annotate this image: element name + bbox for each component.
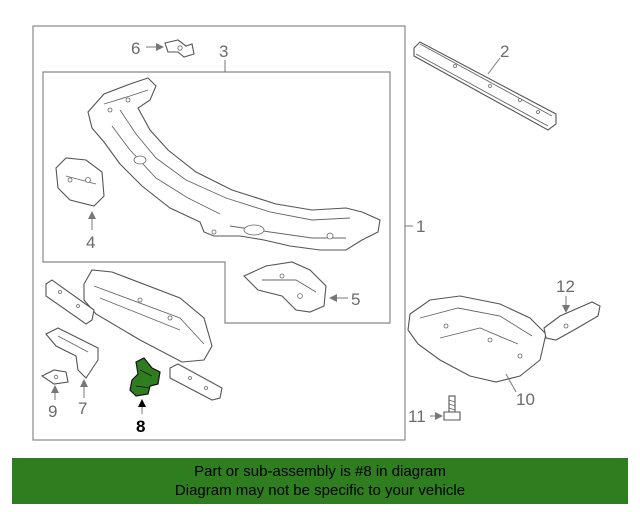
part-11-bolt <box>443 395 461 421</box>
part-5-bracket <box>243 261 327 313</box>
part-7-bracket <box>45 327 99 379</box>
callout-3: 3 <box>219 42 228 61</box>
part-12-bracket <box>543 301 601 341</box>
assembly-frame-inner <box>42 71 391 324</box>
callout-11: 11 <box>408 407 426 426</box>
callout-1: 1 <box>416 217 425 236</box>
callout-10: 10 <box>516 390 535 409</box>
info-banner-line-2: Diagram may not be specific to your vehi… <box>174 482 466 499</box>
callout-6: 6 <box>131 39 140 58</box>
callout-9: 9 <box>48 402 57 421</box>
callout-12: 12 <box>556 277 575 296</box>
callout-8: 8 <box>136 417 145 436</box>
part-8-highlighted <box>129 357 161 397</box>
part-3-radiator-support <box>87 77 381 251</box>
part-10-under-cover <box>407 295 547 383</box>
callout-5: 5 <box>351 290 360 309</box>
part-6-bracket <box>164 39 195 58</box>
assembly-frame-outer <box>32 25 406 441</box>
callout-2: 2 <box>500 42 509 61</box>
left-strip <box>45 279 95 325</box>
lower-reinforcement <box>169 363 223 401</box>
part-9-bracket <box>40 369 69 385</box>
info-banner-line-1: Part or sub-assembly is #8 in diagram <box>194 463 446 480</box>
info-banner: Part or sub-assembly is #8 in diagram Di… <box>12 458 628 504</box>
callout-4: 4 <box>86 233 95 252</box>
lower-tie-bar <box>83 269 213 363</box>
part-4-bracket <box>55 157 105 207</box>
parts-diagram: 1 3 6 2 4 5 <box>32 25 601 441</box>
callout-7: 7 <box>78 399 87 418</box>
part-2-upper-tie-bar <box>413 41 557 131</box>
